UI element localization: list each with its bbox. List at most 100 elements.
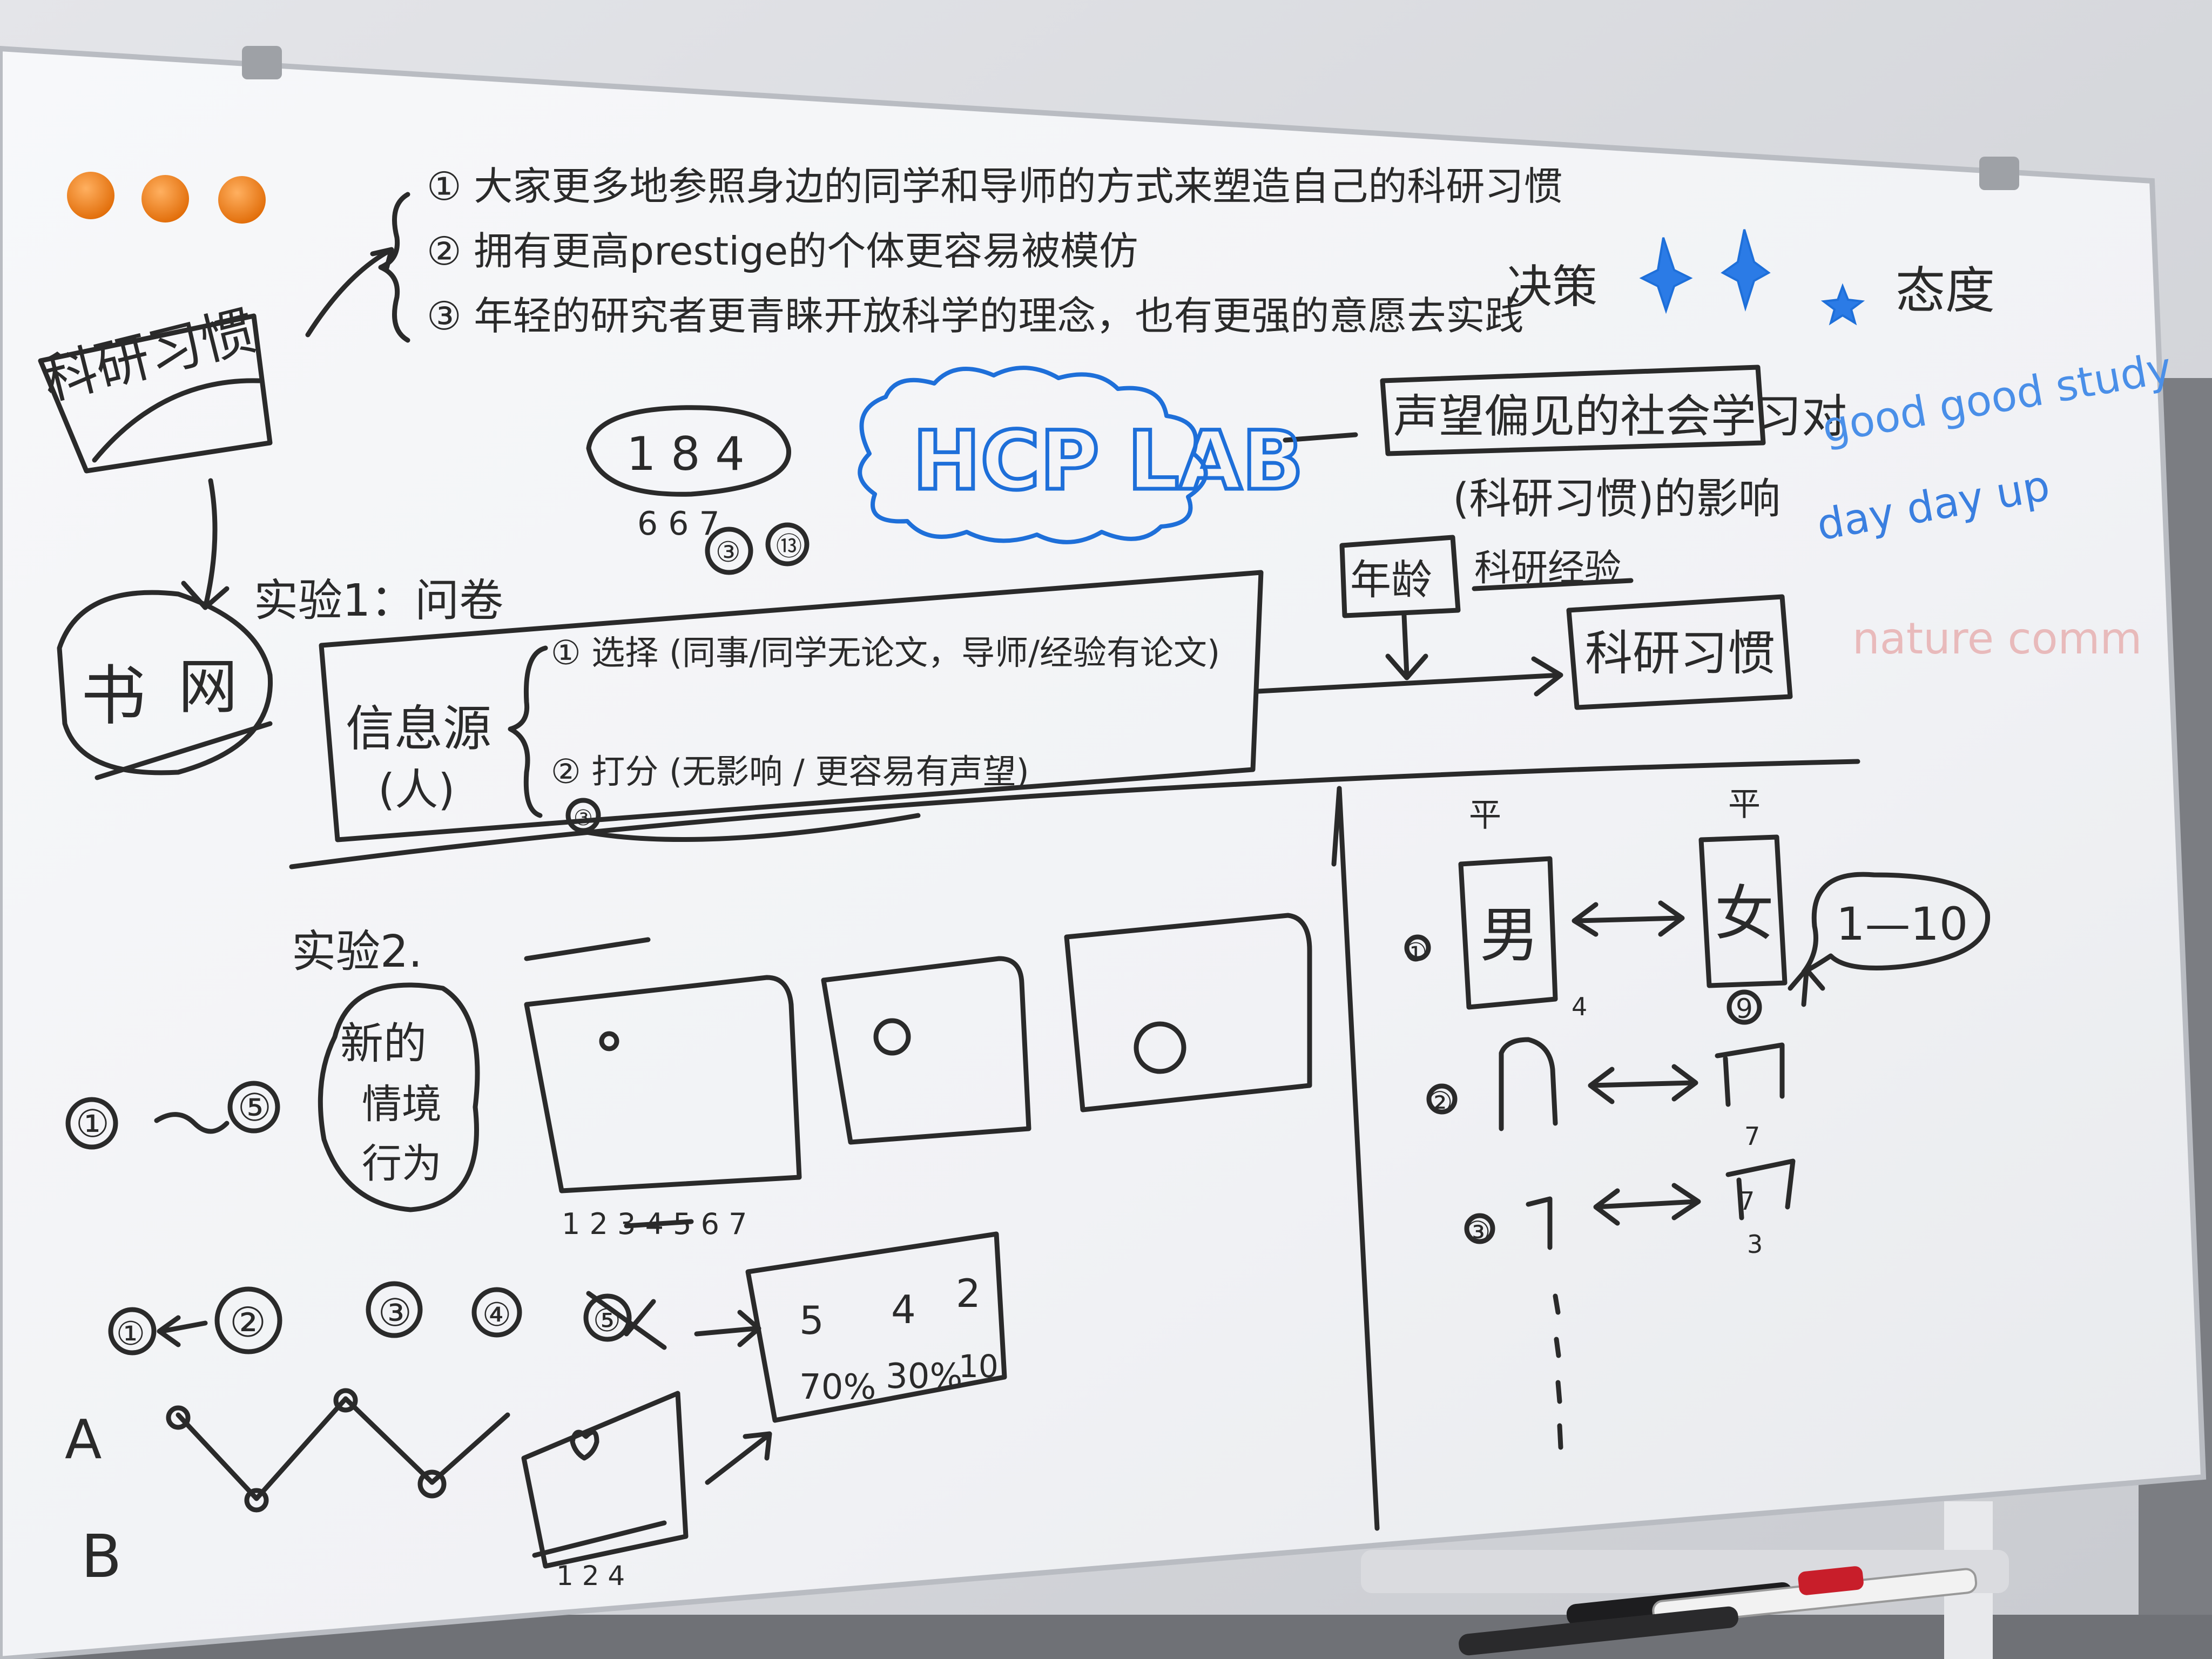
exp1-title: 实验1：问卷 xyxy=(254,575,503,626)
result-box xyxy=(745,1231,1007,1423)
row-mark-1 xyxy=(1404,934,1431,961)
result-top-2: 4 xyxy=(891,1287,916,1332)
male-box xyxy=(1458,856,1558,1010)
habit-chart-box xyxy=(38,313,273,474)
book-label: 书 xyxy=(81,659,146,734)
underline-circle xyxy=(95,721,273,780)
age-box xyxy=(1339,535,1461,618)
choose-line: ① 选择 (同事/同学无论文，导师/经验有论文) xyxy=(551,633,1220,672)
net-label: 网 xyxy=(178,652,238,721)
small-screen-heart xyxy=(570,1429,599,1461)
exp1-brace xyxy=(508,645,548,818)
row-mark-1-text: ① xyxy=(1404,938,1427,968)
marker-cap xyxy=(1798,1566,1864,1595)
exp1-mark-text: ③ xyxy=(574,806,593,831)
seq-circle-2 xyxy=(214,1286,282,1354)
point-2: ② 拥有更高prestige的个体更容易被模仿 xyxy=(427,228,1138,274)
source-label: 信息源 xyxy=(346,700,491,757)
screen-1-label: 1 2 3 4 5 6 7 xyxy=(562,1207,747,1241)
range-circle-start xyxy=(65,1097,118,1150)
arrow-to-habit xyxy=(1256,656,1563,697)
row-mark-2-text: ② xyxy=(1427,1085,1453,1120)
small-screen-underline xyxy=(532,1520,667,1558)
row2-left-shape xyxy=(1499,1037,1558,1131)
label-top-right: 平 xyxy=(1728,786,1761,824)
magnets xyxy=(67,172,266,224)
point-1: ① 大家更多地参照身边的同学和导师的方式来塑造自己的科研习惯 xyxy=(427,164,1562,209)
row-a: A xyxy=(65,1408,102,1471)
circled-thirteen xyxy=(765,522,810,567)
whiteboard xyxy=(0,45,2207,1659)
hypothesis-box xyxy=(1380,365,1766,456)
seq-circle-1 xyxy=(108,1307,157,1355)
small-screen xyxy=(521,1391,689,1569)
exp2-cloud-line2: 情境 xyxy=(362,1081,442,1128)
numbers-cloud-subtext: 6 6 7 xyxy=(637,505,720,543)
row-mark-3-text: ③ xyxy=(1465,1215,1491,1249)
small-mark-3: 7 xyxy=(1739,1186,1755,1216)
zigzag-point xyxy=(244,1488,269,1513)
circled-three-text: ③ xyxy=(716,536,741,569)
row-b: B xyxy=(81,1522,122,1591)
small-mark-2: 7 xyxy=(1744,1122,1760,1151)
male-label: 男 xyxy=(1480,901,1539,970)
marker xyxy=(1459,1606,1738,1656)
hcp-lab-title: HCP LAB xyxy=(913,414,1304,508)
faded-note: nature comm xyxy=(1852,613,2142,664)
zigzag-point xyxy=(333,1388,358,1413)
hypothesis-line1: 声望偏见的社会学习对 xyxy=(1393,390,1847,443)
pair-arrow-1 xyxy=(1572,900,1685,937)
habit-box xyxy=(1566,594,1793,710)
source-sublabel: (人) xyxy=(378,765,455,815)
result-bottom-2: 30% xyxy=(886,1357,962,1397)
exp2-title: 实验2. xyxy=(292,926,422,977)
rate-line: ② 打分 (无影响 / 更容易有声望) xyxy=(551,752,1029,791)
result-bottom-1: 70% xyxy=(799,1367,876,1407)
badge-label: 9 xyxy=(1736,993,1753,1024)
ellipsis-dash xyxy=(1554,1337,1561,1358)
pair-arrow-2 xyxy=(1588,1064,1698,1104)
result-bottom-3: 10 xyxy=(959,1348,999,1385)
arrow-up-to-scale xyxy=(1788,967,1825,1007)
arrow-to-result-bottom xyxy=(705,1431,772,1485)
magnet xyxy=(67,172,114,219)
attitude-word: 态度 xyxy=(1896,262,1995,320)
zigzag-point xyxy=(417,1469,447,1499)
circled-thirteen-text: ⑬ xyxy=(776,531,802,562)
research-exp-underline xyxy=(1472,578,1634,591)
screen-3-dot xyxy=(1134,1021,1186,1074)
magnet xyxy=(141,175,189,222)
scale-label: 1—10 xyxy=(1836,898,1968,950)
screen-2-dot xyxy=(873,1018,911,1056)
ellipsis-dash xyxy=(1557,1423,1563,1450)
research-exp-label: 科研经验 xyxy=(1474,547,1621,590)
small-mark-1: 4 xyxy=(1572,992,1587,1021)
row3-right-shape xyxy=(1725,1158,1796,1220)
hcp-connector xyxy=(1283,432,1358,443)
markers xyxy=(1459,1566,1978,1656)
range-start: ① xyxy=(76,1102,110,1146)
screen-1-top-line xyxy=(524,937,651,961)
seq-5: ⑤ xyxy=(593,1302,621,1339)
result-top-1: 5 xyxy=(799,1298,824,1343)
seq-circle-4 xyxy=(471,1287,522,1338)
seq-1: ① xyxy=(116,1315,145,1353)
row2-right-shape xyxy=(1715,1042,1785,1107)
star-icon xyxy=(1721,229,1771,312)
small-mark-4: 3 xyxy=(1747,1230,1763,1259)
exp1-box xyxy=(319,570,1264,842)
exp2-cloud-line1: 新的 xyxy=(340,1019,427,1069)
magnet xyxy=(218,176,266,224)
age-arrow xyxy=(1385,613,1428,680)
screen-1-label-underline xyxy=(624,1219,694,1229)
circled-three xyxy=(705,527,753,575)
seq-arrow xyxy=(157,1315,208,1347)
age-label: 年龄 xyxy=(1350,556,1432,604)
seq-4: ④ xyxy=(482,1296,511,1334)
zigzag-point xyxy=(166,1405,191,1430)
row-mark-3 xyxy=(1464,1213,1495,1244)
brace xyxy=(378,192,410,343)
pair-arrow-3 xyxy=(1593,1183,1701,1226)
hcp-lab-cloud xyxy=(858,366,1208,544)
hypothesis-line2: (科研习惯)的影响 xyxy=(1453,475,1781,523)
